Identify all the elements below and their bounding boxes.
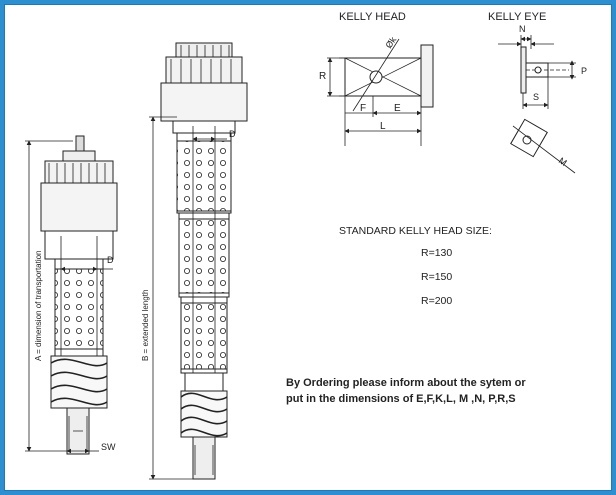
standard-size-2: R=150 (421, 271, 452, 283)
standard-size-3: R=200 (421, 295, 452, 307)
kelly-eye-s-label: S (533, 92, 539, 102)
standard-size-1: R=130 (421, 247, 452, 259)
kelly-eye-drawing (510, 46, 576, 174)
kelly-bar-retracted (40, 135, 118, 455)
kelly-bar-drawing: A = dimension of transportation D SW (25, 11, 587, 480)
dimension-a-label: A = dimension of transportation (34, 250, 43, 361)
kelly-eye-heading: KELLY EYE (488, 11, 546, 23)
kelly-head-e-label: E (394, 103, 401, 114)
kelly-head-l-label: L (380, 121, 386, 132)
kelly-head-drawing (339, 38, 434, 112)
dimension-d-left-label: D (107, 255, 114, 265)
kelly-head-r-label: R (319, 71, 326, 82)
kelly-eye-n-label: N (519, 24, 526, 34)
dimension-sw-label: SW (101, 442, 116, 452)
kelly-bar-extended (160, 42, 248, 480)
kelly-eye-p-label: P (581, 66, 587, 76)
diagram-frame: A = dimension of transportation D SW (4, 4, 612, 491)
dimension-b (149, 116, 193, 480)
dimension-b-label: B = extended length (141, 290, 150, 361)
dimension-d-center-label: D (229, 129, 236, 139)
dimension-a (25, 140, 73, 452)
kelly-head-f-label: F (360, 103, 366, 114)
kelly-head-phik-label: Øk (383, 35, 398, 51)
order-note-line-2: put in the dimensions of E,F,K,L, M ,N, … (286, 393, 516, 405)
standard-size-title: STANDARD KELLY HEAD SIZE: (339, 225, 492, 237)
kelly-head-dimensions (327, 57, 422, 146)
kelly-eye-m-label: M (557, 155, 569, 167)
order-note-line-1: By Ordering please inform about the syte… (286, 377, 526, 389)
kelly-head-heading: KELLY HEAD (339, 11, 406, 23)
kelly-eye-dimensions (498, 35, 576, 109)
